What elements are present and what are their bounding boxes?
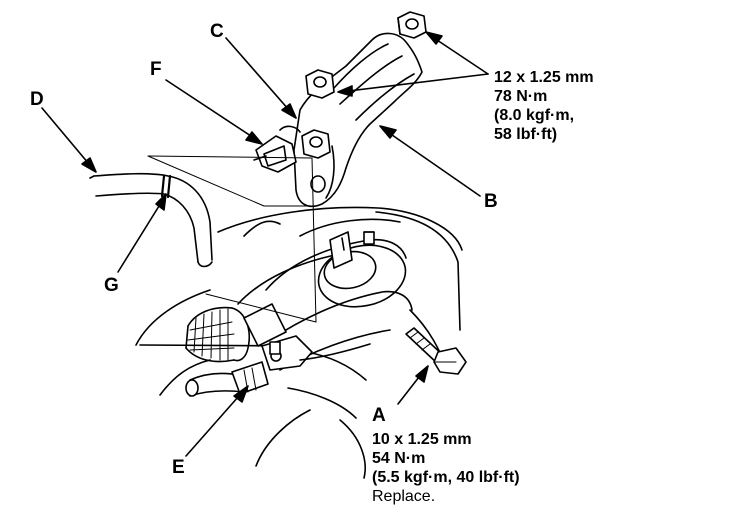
callout-a: A <box>372 405 386 426</box>
torque-spec-bolt: 10 x 1.25 mm 54 N·m (5.5 kgf·m, 40 lbf·f… <box>372 430 520 506</box>
torque-spec-nuts: 12 x 1.25 mm 78 N·m (8.0 kgf·m, 58 lbf·f… <box>494 68 594 144</box>
callout-c: C <box>210 21 224 42</box>
spec-nuts-torque-lbfft: 58 lbf·ft) <box>494 126 558 143</box>
clip-f <box>253 125 301 173</box>
spec-bolt-torque-kgfm-lbfft: (5.5 kgf·m, 40 lbf·ft) <box>372 469 520 486</box>
exhaust-pipe-body <box>237 231 413 419</box>
callout-d: D <box>30 89 44 110</box>
spec-nuts-size: 12 x 1.25 mm <box>494 69 594 86</box>
callout-e: E <box>172 457 185 478</box>
spec-bolt-size: 10 x 1.25 mm <box>372 431 472 448</box>
callout-b: B <box>484 191 498 212</box>
reference-lines <box>147 155 317 323</box>
bracket-b <box>293 32 423 208</box>
spec-nuts-torque-kgfm: (8.0 kgf·m, <box>494 107 575 124</box>
leader-lines <box>41 31 489 457</box>
spec-nuts-torque-nm: 78 N·m <box>494 88 548 105</box>
bolt-a <box>405 327 467 375</box>
spec-bolt-torque-nm: 54 N·m <box>372 450 426 467</box>
lower-flange <box>261 335 371 371</box>
callout-f: F <box>150 59 162 80</box>
hose-e <box>185 361 269 397</box>
hose-d-g <box>89 172 213 268</box>
spec-bolt-note: Replace. <box>372 488 436 505</box>
callout-g: G <box>104 275 119 296</box>
